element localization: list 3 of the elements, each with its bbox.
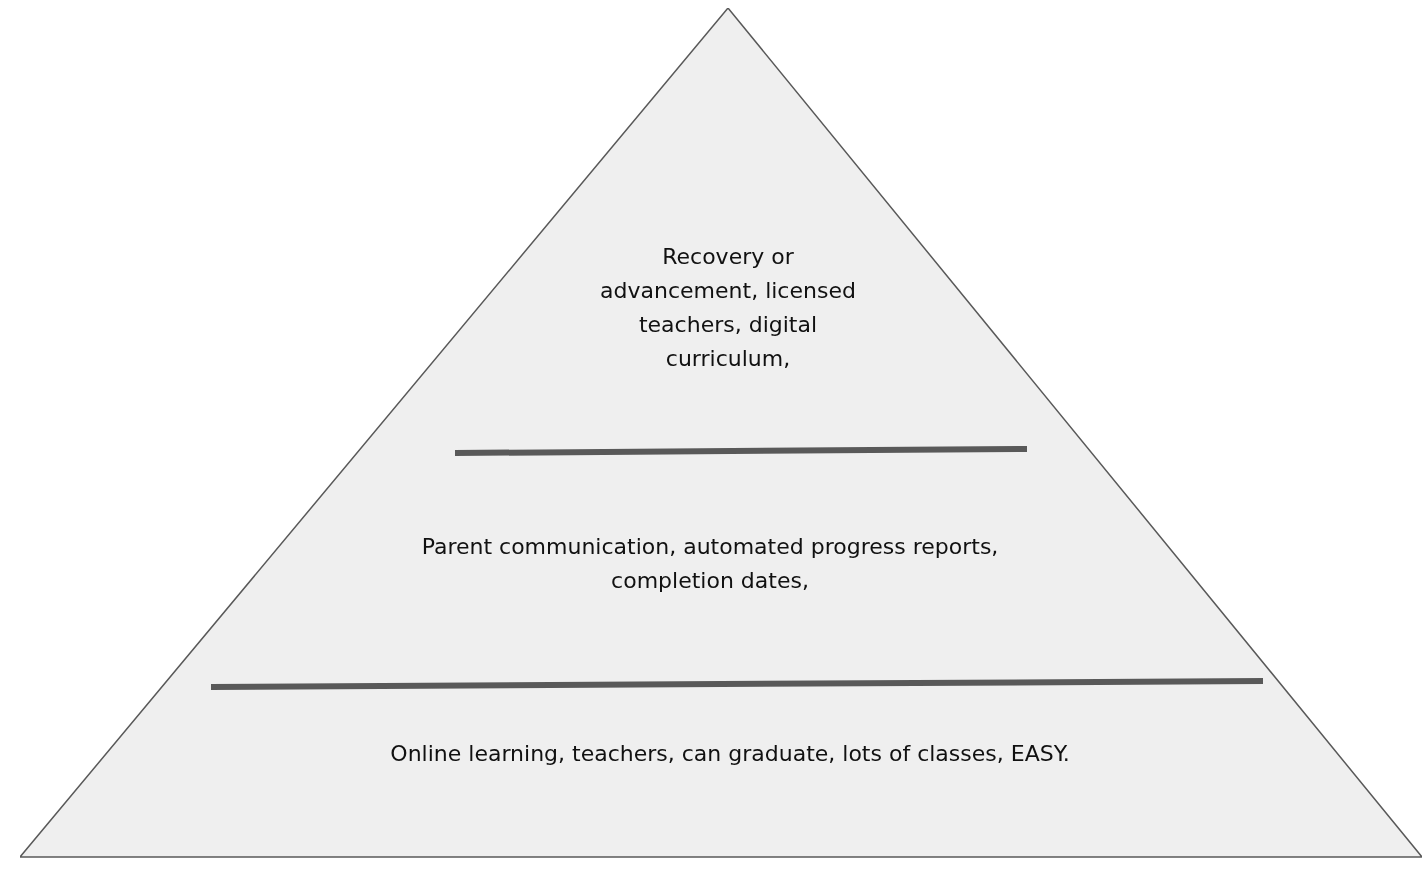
- tier-text: Recovery or advancement, licensed teachers, digital curriculum,: [588, 240, 868, 376]
- tier-text: Parent communication, automated progress reports, completion dates,: [380, 530, 1040, 598]
- tier-text: Online learning, teachers, can graduate, lots of classes, EASY.: [310, 737, 1150, 771]
